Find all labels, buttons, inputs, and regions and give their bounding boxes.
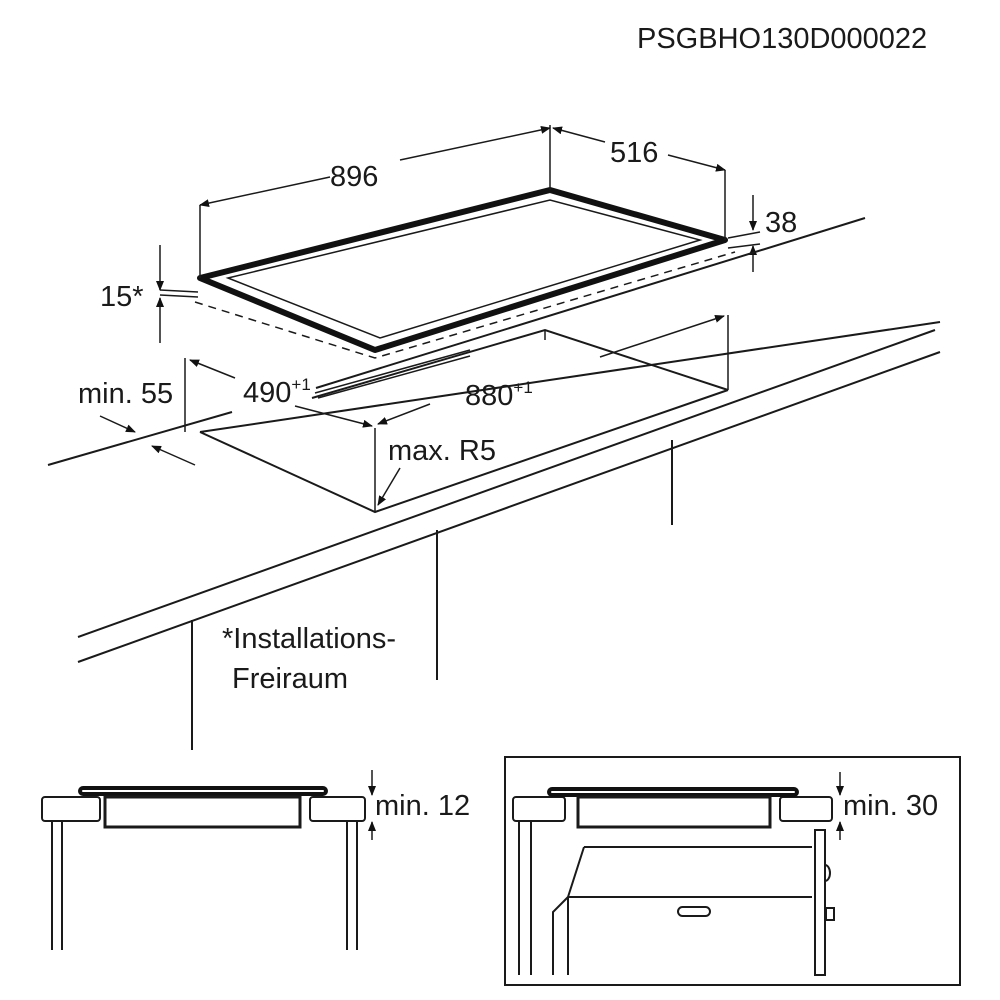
- note-line-1: *Installations-: [222, 623, 396, 655]
- cabinet-legs: [191, 440, 673, 750]
- depth-label: 516: [610, 137, 658, 169]
- detail-left: min. 12: [41, 770, 470, 950]
- clearance-dimension: 15*: [100, 245, 164, 343]
- height-dimension: 38: [727, 195, 797, 272]
- hob-top: [159, 187, 736, 359]
- min-30-label: min. 30: [843, 790, 938, 822]
- depth-dimension: 516: [552, 126, 726, 240]
- drawing-code: PSGBHO130D000022: [637, 23, 927, 55]
- min-12-label: min. 12: [375, 790, 470, 822]
- detail-right: min. 30: [504, 756, 961, 986]
- cutout-width-label: 880+1: [465, 378, 533, 412]
- min-edge-label: min. 55: [78, 378, 173, 410]
- width-label: 896: [330, 161, 378, 193]
- width-dimension: 896: [199, 125, 551, 278]
- note-line-2: Freiraum: [232, 663, 348, 695]
- height-label: 38: [765, 207, 797, 239]
- max-radius-label: max. R5: [388, 435, 496, 467]
- cutout-depth-label: 490+1: [243, 375, 311, 409]
- cutout-dimensions: 490+1 880+1 min. 55 max. R5: [78, 315, 725, 506]
- clearance-label: 15*: [100, 281, 144, 313]
